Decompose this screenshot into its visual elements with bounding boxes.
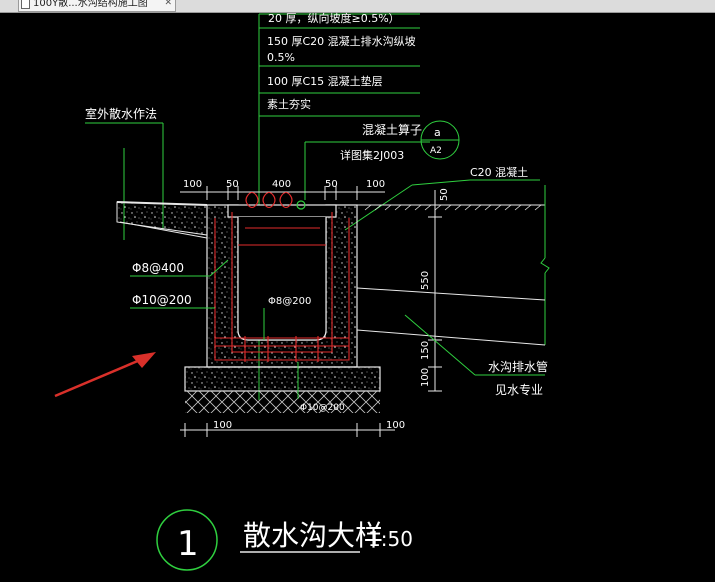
dim-bottom-2: 100 (386, 420, 405, 431)
window-titlebar: 100Y散...水沟结构施工图 ✕ (0, 0, 715, 13)
dim-top-4: 50 (325, 179, 338, 190)
layer-note-5: 素土夯实 (267, 97, 311, 111)
pipe-label-line1: 水沟排水管 (488, 359, 548, 374)
rebar-label-4: Φ10@200 (300, 403, 345, 413)
document-tab[interactable]: 100Y散...水沟结构施工图 ✕ (18, 0, 176, 12)
layer-note-4: 100 厚C15 混凝土垫层 (267, 74, 383, 88)
dim-right-1: 50 (439, 188, 450, 201)
title-number-circle (156, 509, 218, 571)
title-name: 散水沟大样 (243, 519, 383, 552)
layer-note-2: 150 厚C20 混凝土排水沟纵坡 (267, 34, 416, 48)
close-icon[interactable]: ✕ (164, 0, 172, 8)
title-scale: 1:50 (368, 527, 413, 551)
callout-top-text: a (434, 126, 441, 139)
dim-top-2: 50 (226, 179, 239, 190)
document-icon (21, 0, 30, 9)
outdoor-apron-label: 室外散水作法 (85, 106, 157, 121)
dim-top-3: 400 (272, 179, 291, 190)
dim-right-3: 150 (420, 341, 431, 360)
dim-bottom-1: 100 (213, 420, 232, 431)
layer-note-1: 20 厚，纵向坡度≥0.5%） (268, 11, 400, 25)
document-tab-label: 100Y散...水沟结构施工图 (33, 0, 148, 9)
arrow-head-icon (132, 352, 156, 368)
annotation-arrow (54, 358, 141, 398)
grate-ref-label: 详图集2J003 (340, 148, 404, 162)
rebar-label-2: Φ10@200 (132, 293, 192, 307)
dim-right-4: 100 (420, 368, 431, 387)
title-number: 1 (177, 524, 199, 564)
callout-bottom-text: A2 (430, 146, 442, 156)
concrete-label: C20 混凝土 (470, 165, 528, 179)
dim-top-5: 100 (366, 179, 385, 190)
grate-label: 混凝土算子 (362, 122, 422, 137)
pipe-label-line2: 见水专业 (495, 382, 543, 397)
dim-right-2: 550 (420, 271, 431, 290)
rebar-label-1: Φ8@400 (132, 261, 184, 275)
dim-top-1: 100 (183, 179, 202, 190)
layer-note-3: 0.5% (267, 51, 295, 64)
rebar-label-3: Φ8@200 (268, 296, 311, 307)
